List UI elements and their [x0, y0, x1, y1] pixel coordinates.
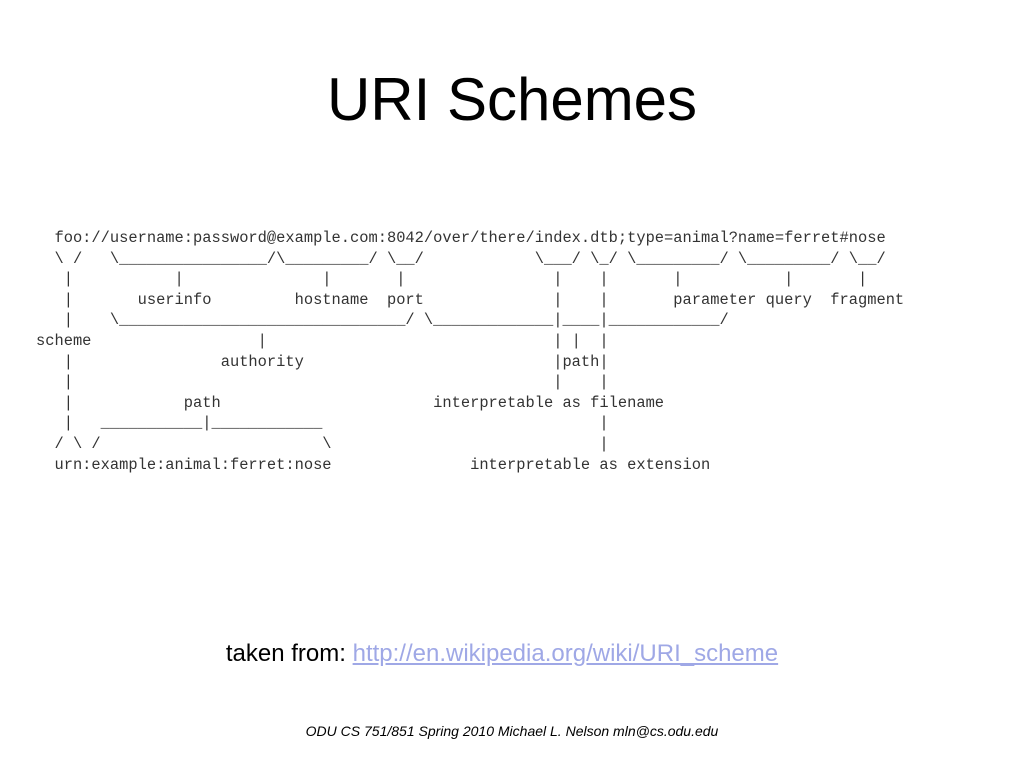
source-attribution: taken from: http://en.wikipedia.org/wiki… — [0, 639, 1004, 669]
diagram-line: / \ / \ | — [36, 434, 609, 453]
diagram-line: | authority |path| — [36, 352, 609, 371]
uri-ascii-diagram: foo://username:password@example.com:8042… — [36, 228, 904, 475]
diagram-line: | userinfo hostname port | | parameter q… — [36, 290, 905, 309]
diagram-line: | | | | | | | | | — [36, 270, 868, 289]
diagram-line: | ___________|____________ | — [36, 414, 609, 433]
slide-title: URI Schemes — [326, 66, 698, 133]
diagram-line: | \_______________________________/ \___… — [36, 311, 729, 330]
diagram-line: scheme | | | | — [36, 331, 609, 350]
source-link[interactable]: http://en.wikipedia.org/wiki/URI_scheme — [352, 640, 779, 667]
source-prefix: taken from: — [225, 640, 353, 667]
diagram-line: | path interpretable as filename — [36, 393, 665, 412]
diagram-line: foo://username:password@example.com:8042… — [36, 229, 886, 247]
diagram-line: urn:example:animal:ferret:nose interpret… — [36, 455, 711, 474]
diagram-line: | | | — [36, 373, 609, 392]
diagram-line: \ / \________________/\_________/ \__/ \… — [36, 249, 886, 268]
slide-footer: ODU CS 751/851 Spring 2010 Michael L. Ne… — [305, 723, 719, 739]
